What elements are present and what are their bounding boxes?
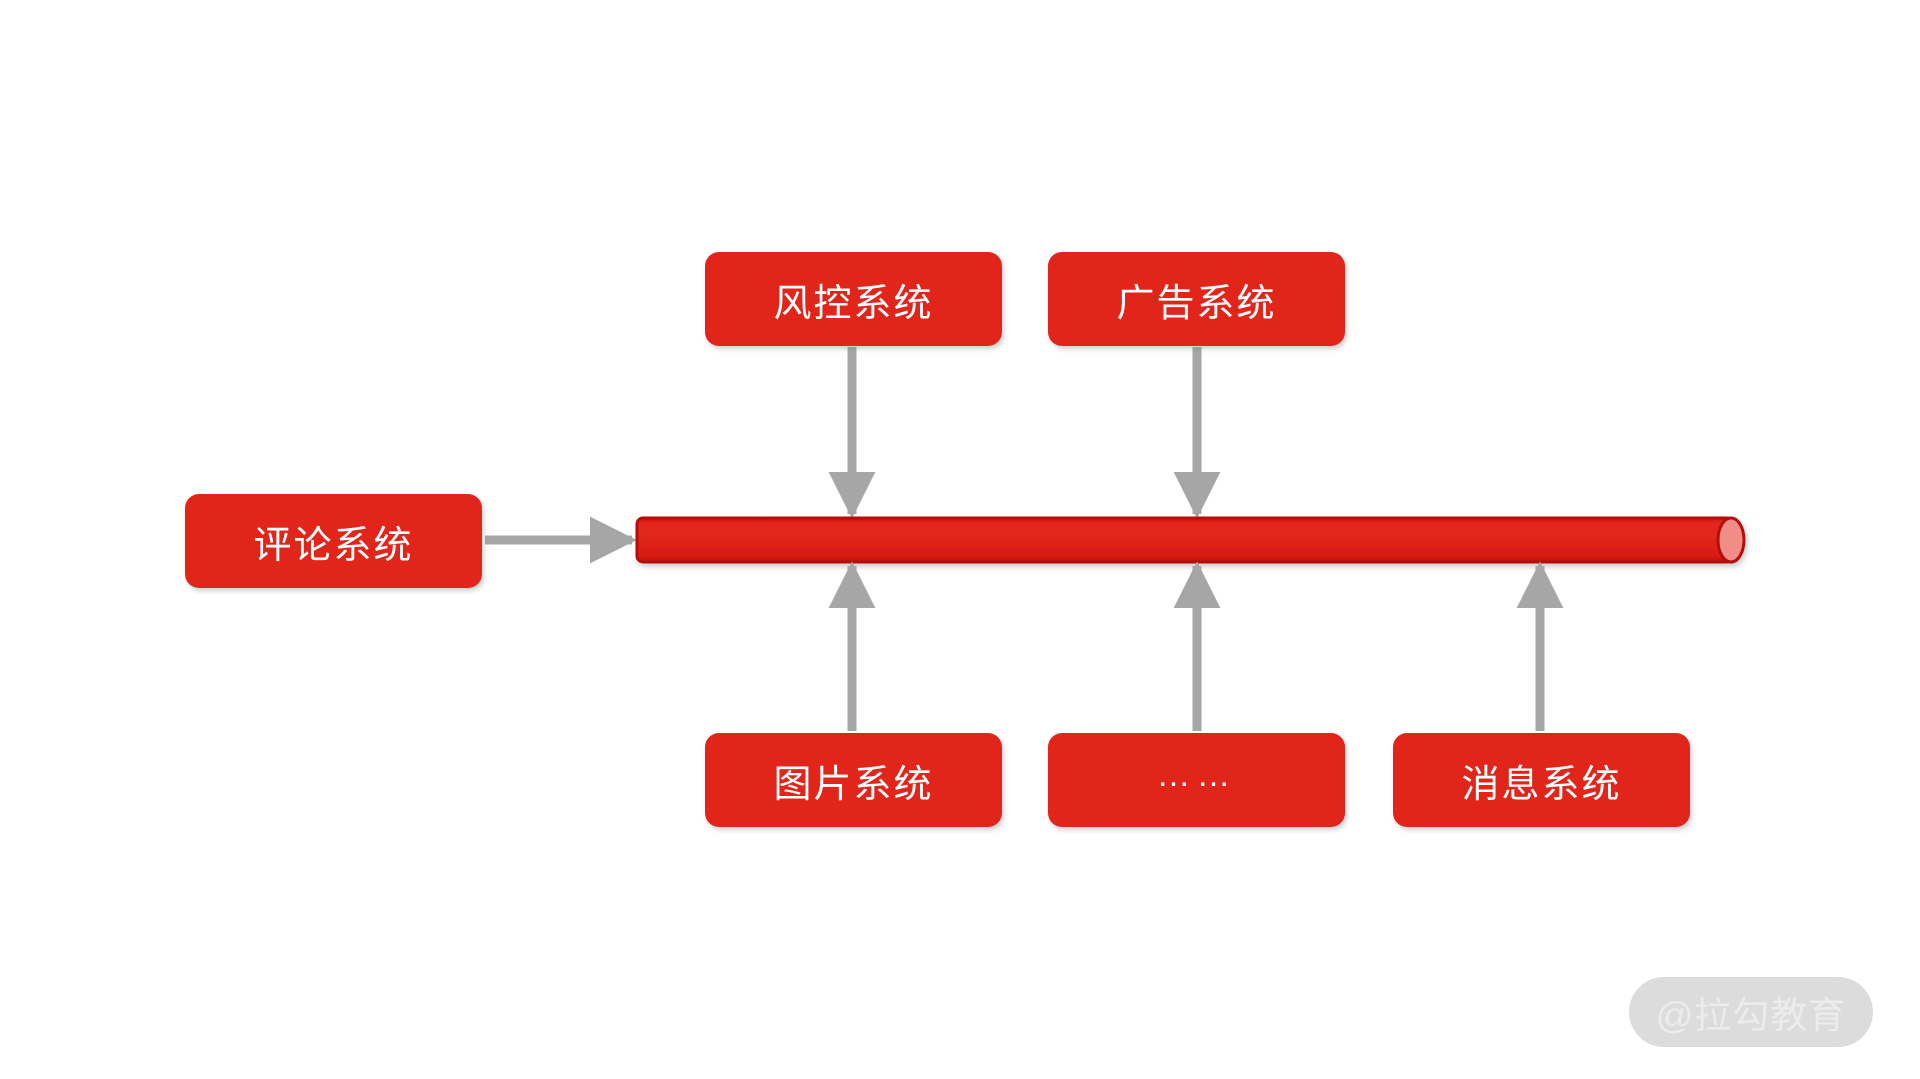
node-risk-control[interactable]: 风控系统 xyxy=(705,252,1002,346)
message-queue-pipe xyxy=(635,516,1746,564)
node-more[interactable]: …… xyxy=(1048,733,1345,827)
node-advertising[interactable]: 广告系统 xyxy=(1048,252,1345,346)
node-image[interactable]: 图片系统 xyxy=(705,733,1002,827)
node-comment[interactable]: 评论系统 xyxy=(185,494,482,588)
node-message[interactable]: 消息系统 xyxy=(1393,733,1690,827)
watermark-label: @拉勾教育 xyxy=(1655,995,1847,1036)
watermark-badge: @拉勾教育 xyxy=(1629,977,1873,1047)
